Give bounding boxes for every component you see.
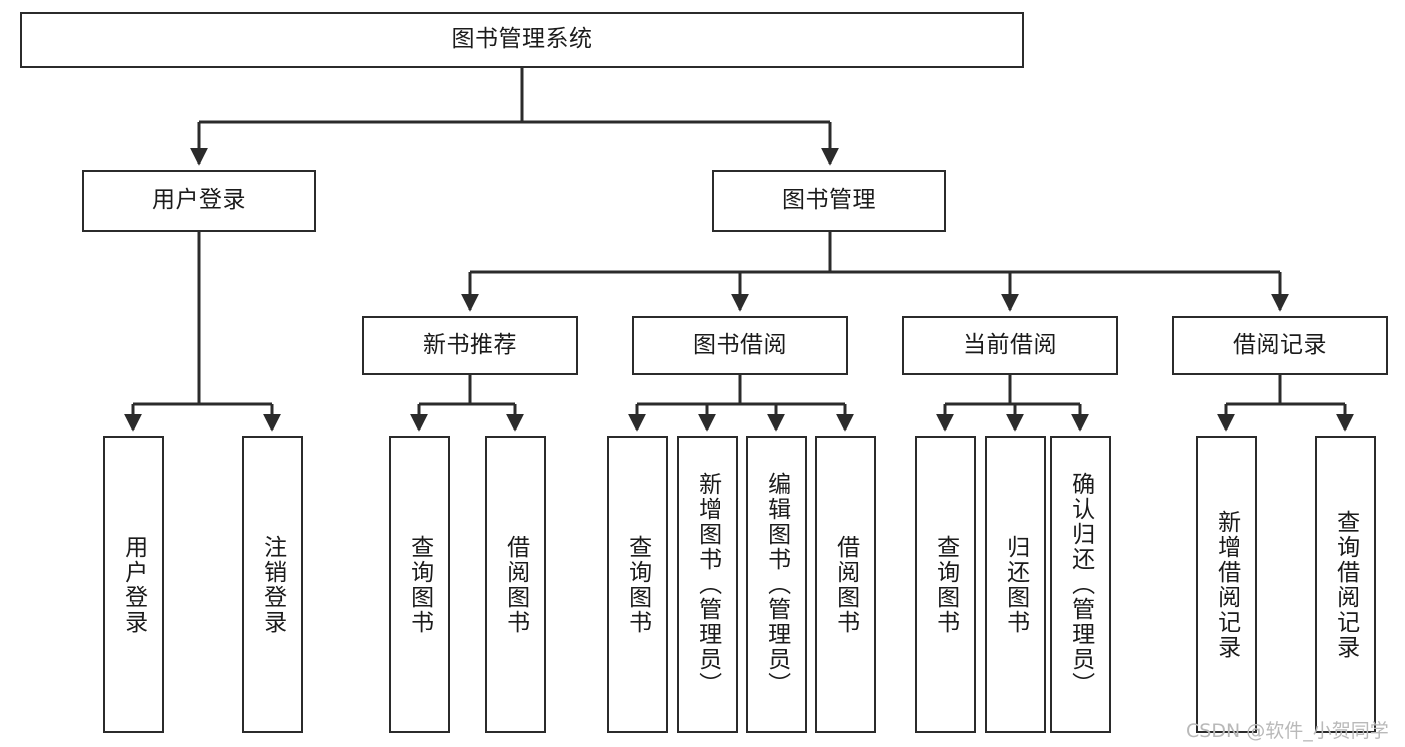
leaf-borrow-query-book[interactable]: 查询图书: [607, 436, 668, 733]
node-root[interactable]: 图书管理系统: [20, 12, 1024, 68]
leaf-record-add-record[interactable]: 新增借阅记录: [1196, 436, 1257, 733]
node-book-borrow[interactable]: 图书借阅: [632, 316, 848, 375]
leaf-user-login-login[interactable]: 用户登录: [103, 436, 164, 733]
leaf-current-query-book[interactable]: 查询图书: [915, 436, 976, 733]
leaf-borrow-borrow-book[interactable]: 借阅图书: [815, 436, 876, 733]
watermark-csdn: CSDN @软件_小贺同学: [1186, 720, 1389, 742]
leaf-user-login-logout[interactable]: 注销登录: [242, 436, 303, 733]
leaf-recommend-borrow-book[interactable]: 借阅图书: [485, 436, 546, 733]
node-book-management[interactable]: 图书管理: [712, 170, 946, 232]
leaf-current-return-book[interactable]: 归还图书: [985, 436, 1046, 733]
node-user-login[interactable]: 用户登录: [82, 170, 316, 232]
node-current-borrow[interactable]: 当前借阅: [902, 316, 1118, 375]
leaf-record-query-record[interactable]: 查询借阅记录: [1315, 436, 1376, 733]
node-new-book-recommend[interactable]: 新书推荐: [362, 316, 578, 375]
leaf-borrow-edit-book-admin[interactable]: 编辑图书（管理员）: [746, 436, 807, 733]
leaf-current-confirm-return-admin[interactable]: 确认归还（管理员）: [1050, 436, 1111, 733]
leaf-recommend-query-book[interactable]: 查询图书: [389, 436, 450, 733]
leaf-borrow-add-book-admin[interactable]: 新增图书（管理员）: [677, 436, 738, 733]
node-borrow-record[interactable]: 借阅记录: [1172, 316, 1388, 375]
